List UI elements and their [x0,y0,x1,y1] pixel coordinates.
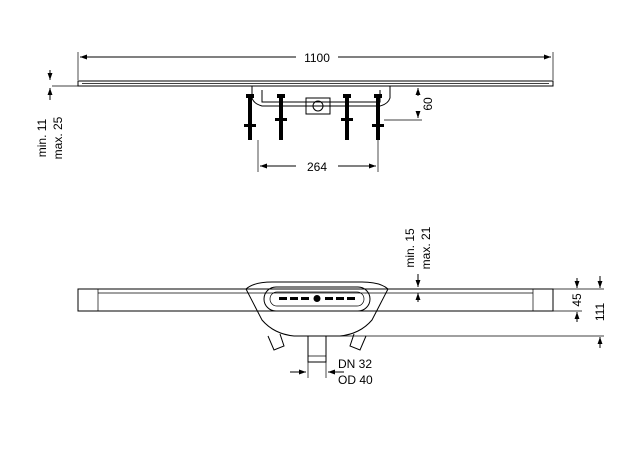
housing-foot-left [267,333,285,351]
outlet-od-label: OD 40 [338,373,373,387]
dimension-height: 60 [384,85,435,121]
adjustable-foot-left-inner [275,94,287,140]
drain-housing [245,281,389,351]
height-label: 60 [421,97,435,111]
foot-spacing-label: 264 [307,160,327,174]
adjust-min-label: min. 11 [35,118,49,157]
gap-min-label: min. 15 [403,228,417,268]
overall-length-label: 1100 [304,51,330,65]
adjustable-foot-left-outer [244,94,256,140]
gap-max-label: max. 21 [419,226,433,269]
dimension-gap: min. 15 max. 21 [388,226,433,302]
dimension-heights: 45 111 [340,276,607,348]
drain-channel-plate [52,80,554,87]
housing-foot-right [349,333,367,351]
total-height-label: 111 [593,303,607,322]
channel-height-label: 45 [570,293,584,307]
dimension-adjustment: min. 11 max. 25 [35,70,65,159]
side-view: DN 32 OD 40 min. 15 max. 21 45 111 [77,226,607,387]
grate-slots [279,295,355,302]
dimension-foot-spacing: 264 [257,140,379,174]
adjust-max-label: max. 25 [51,116,65,159]
adjustable-foot-right-inner [341,94,353,140]
outlet-pipe: DN 32 OD 40 [290,335,373,387]
outlet-dn-label: DN 32 [338,357,372,371]
adjustable-foot-right-outer [372,94,384,140]
drain-body-with-feet [244,86,391,140]
top-view: 1100 [35,51,554,174]
dimension-overall-length: 1100 [77,51,554,80]
